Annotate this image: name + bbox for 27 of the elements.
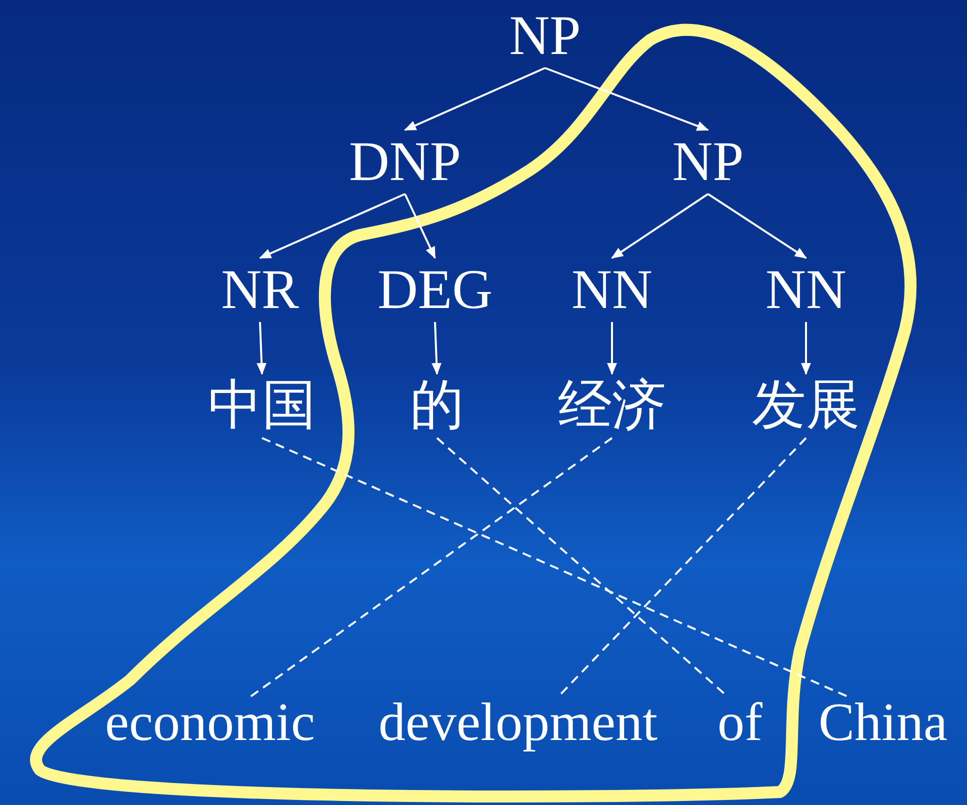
- arrow: [607, 322, 617, 375]
- phrase-label: DEG: [377, 260, 493, 320]
- chinese-word: 发展: [752, 376, 860, 434]
- arrow: [801, 322, 811, 375]
- phrase-label: NP: [672, 132, 744, 192]
- arrow: [259, 193, 406, 259]
- arrow: [404, 194, 436, 259]
- arrow: [256, 322, 267, 375]
- phrase-label: NN: [766, 260, 846, 320]
- arrow: [404, 67, 546, 131]
- english-word: development: [378, 693, 658, 751]
- arrow: [707, 193, 807, 259]
- alignment-line: [262, 437, 849, 698]
- phrase-label: NR: [221, 260, 299, 320]
- phrase-label: NP: [509, 6, 581, 66]
- arrow: [544, 67, 709, 131]
- english-word: economic: [105, 693, 315, 751]
- chinese-word: 经济: [558, 376, 666, 434]
- english-word: China: [818, 693, 948, 751]
- arrow: [611, 193, 709, 259]
- chinese-word: 的: [410, 376, 464, 434]
- alignment-line: [249, 437, 613, 698]
- phrase-label: DNP: [348, 132, 462, 192]
- chinese-word: 中国: [208, 376, 316, 434]
- english-word: of: [718, 693, 762, 751]
- arrow: [432, 322, 442, 375]
- phrase-label: NN: [572, 260, 652, 320]
